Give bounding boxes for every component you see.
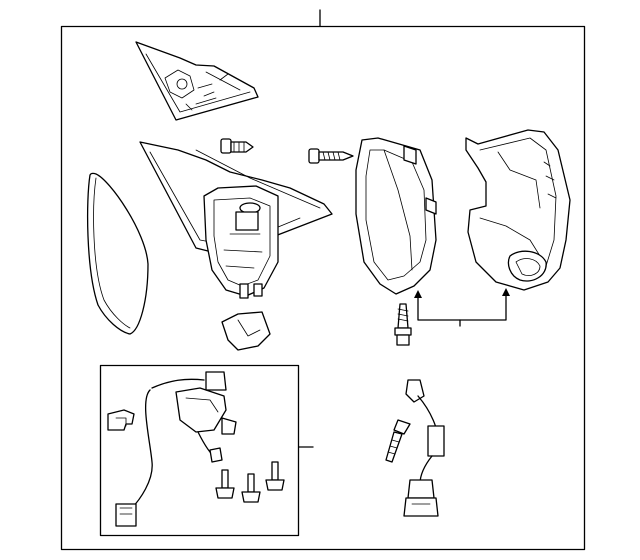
callout-bracket xyxy=(414,288,510,327)
harness-kit-frame xyxy=(99,364,300,537)
harness-kit-screws xyxy=(215,461,285,503)
small-cover xyxy=(221,311,271,351)
actuator-motor xyxy=(203,185,279,299)
harness-bolt xyxy=(385,419,411,463)
corner-garnish xyxy=(135,41,259,121)
lower-housing-cover xyxy=(465,129,571,291)
retaining-clip xyxy=(220,138,254,154)
skull-cap-cover xyxy=(355,137,437,295)
harness-kit xyxy=(107,371,285,527)
turn-signal-harness xyxy=(403,379,445,517)
housing-screw xyxy=(394,303,412,346)
mirror-glass xyxy=(86,172,149,335)
mounting-screw xyxy=(308,148,354,164)
outer-frame xyxy=(60,25,586,551)
